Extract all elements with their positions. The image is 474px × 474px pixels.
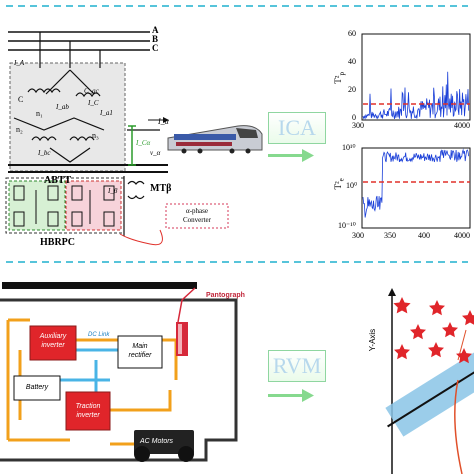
rvm-plot [385,288,474,474]
t2p-series [362,71,470,121]
t2p-chart [361,33,471,121]
star-point [410,324,426,340]
star-point [394,344,410,360]
star-point [428,342,444,358]
ica-arrow [268,149,314,162]
winding-label-cac: C_ac [84,87,99,95]
three-phase-bus [8,31,150,51]
dc-link-label: DC Link [88,332,110,338]
hbrpc-label: HBRPC [40,237,75,248]
rvm-ylabel: Y-Axis [368,328,378,352]
traction-inverter-label: Traction inverter [75,403,101,419]
battery-label: Battery [25,384,49,391]
t2e-xtick-400: 400 [418,231,430,240]
rvm-star-points [393,297,474,364]
ica-label: ICA [278,115,316,140]
rvm-label: RVM [272,353,322,378]
t2e-xtick-300: 300 [352,231,364,240]
rvm-method-box: RVM [268,350,326,382]
t2e-ytick-mid: 10⁰ [346,181,358,190]
mt-beta-transformer [123,176,145,236]
current-beta-label: I_β [108,187,118,195]
t2p-ylabel: T²p [332,72,346,84]
transformer-windings [13,32,105,163]
monitoring-trace [362,148,470,218]
catenary-wire [2,282,197,289]
t2p-ytick-0: 0 [352,113,356,122]
t2p-xtick-300: 300 [352,121,364,130]
t2p-ytick-60: 60 [348,29,356,38]
pantograph-icon [177,287,196,323]
abtt-box [9,62,126,172]
winding-label-ia1: I_a1 [100,109,113,117]
bus-label-c: C [152,43,159,53]
t2e-ylabel: T²e [332,178,346,190]
hbrpc-pink-section [65,180,122,231]
bus-label-a: A [152,25,159,35]
t2p-ytick-40: 40 [348,57,356,66]
phase-converter-label: α-phase Converter [183,207,211,224]
auxiliary-inverter-box [29,325,77,361]
winding-label-ibc: I_bc [38,149,51,157]
current-c-alpha-label: I_Cα [136,139,151,147]
star-point [393,297,411,314]
winding-label-ia: I_A [14,59,25,67]
current-alpha-label: I_α [158,117,169,126]
star-point [462,310,474,326]
winding-label-c: C [18,95,24,104]
winding-label-n1: n₁ [36,109,43,118]
ica-method-box: ICA [268,112,326,144]
winding-label-ic: I_C [88,99,99,107]
winding-label-n3: n₃ [92,131,99,140]
rvm-margin-band [385,349,474,437]
pantograph-label: Pantograph [206,292,245,299]
traction-inverter-box [65,391,111,431]
battery-box [13,375,61,401]
mt-beta-label: MTβ [150,183,172,194]
t2e-xtick-4000: 4000 [454,231,470,240]
hbrpc-green-section [8,180,66,231]
bus-label-b: B [152,34,159,44]
traction-transformer-coil [176,322,188,356]
main-rectifier-label: Main rectifier [128,343,152,359]
hbrpc-switches [13,185,115,227]
carbody-outline [0,298,238,462]
winding-label-n2: n₂ [16,125,23,134]
t2p-ytick-20: 20 [348,85,356,94]
t2e-ytick-low: 10⁻¹⁰ [338,221,356,230]
converter-link [119,229,163,246]
t2p-xtick-4000: 4000 [454,121,470,130]
ac-motors-label: AC Motors [140,438,174,445]
star-point [456,348,472,364]
train-icon [167,125,263,154]
phase-converter-box [165,203,229,229]
main-rectifier-box [117,335,163,369]
abtt-label: ABTT [44,175,72,186]
rvm-regression-line [387,362,474,428]
monitoring-trace [362,71,470,121]
t2e-series [362,148,470,218]
t2e-xtick-350: 350 [384,231,396,240]
star-point [442,322,458,338]
rvm-arrow [268,389,314,402]
ac-motors-bogie [134,430,194,462]
t2e-ytick-high: 10¹⁰ [342,143,356,152]
t2e-chart [361,147,471,229]
auxiliary-inverter-label: Auxiliary inverter [39,333,67,349]
winding-label-iab: I_ab [56,103,69,111]
voltage-alpha-label: v_α [150,149,161,157]
star-point [429,300,445,316]
